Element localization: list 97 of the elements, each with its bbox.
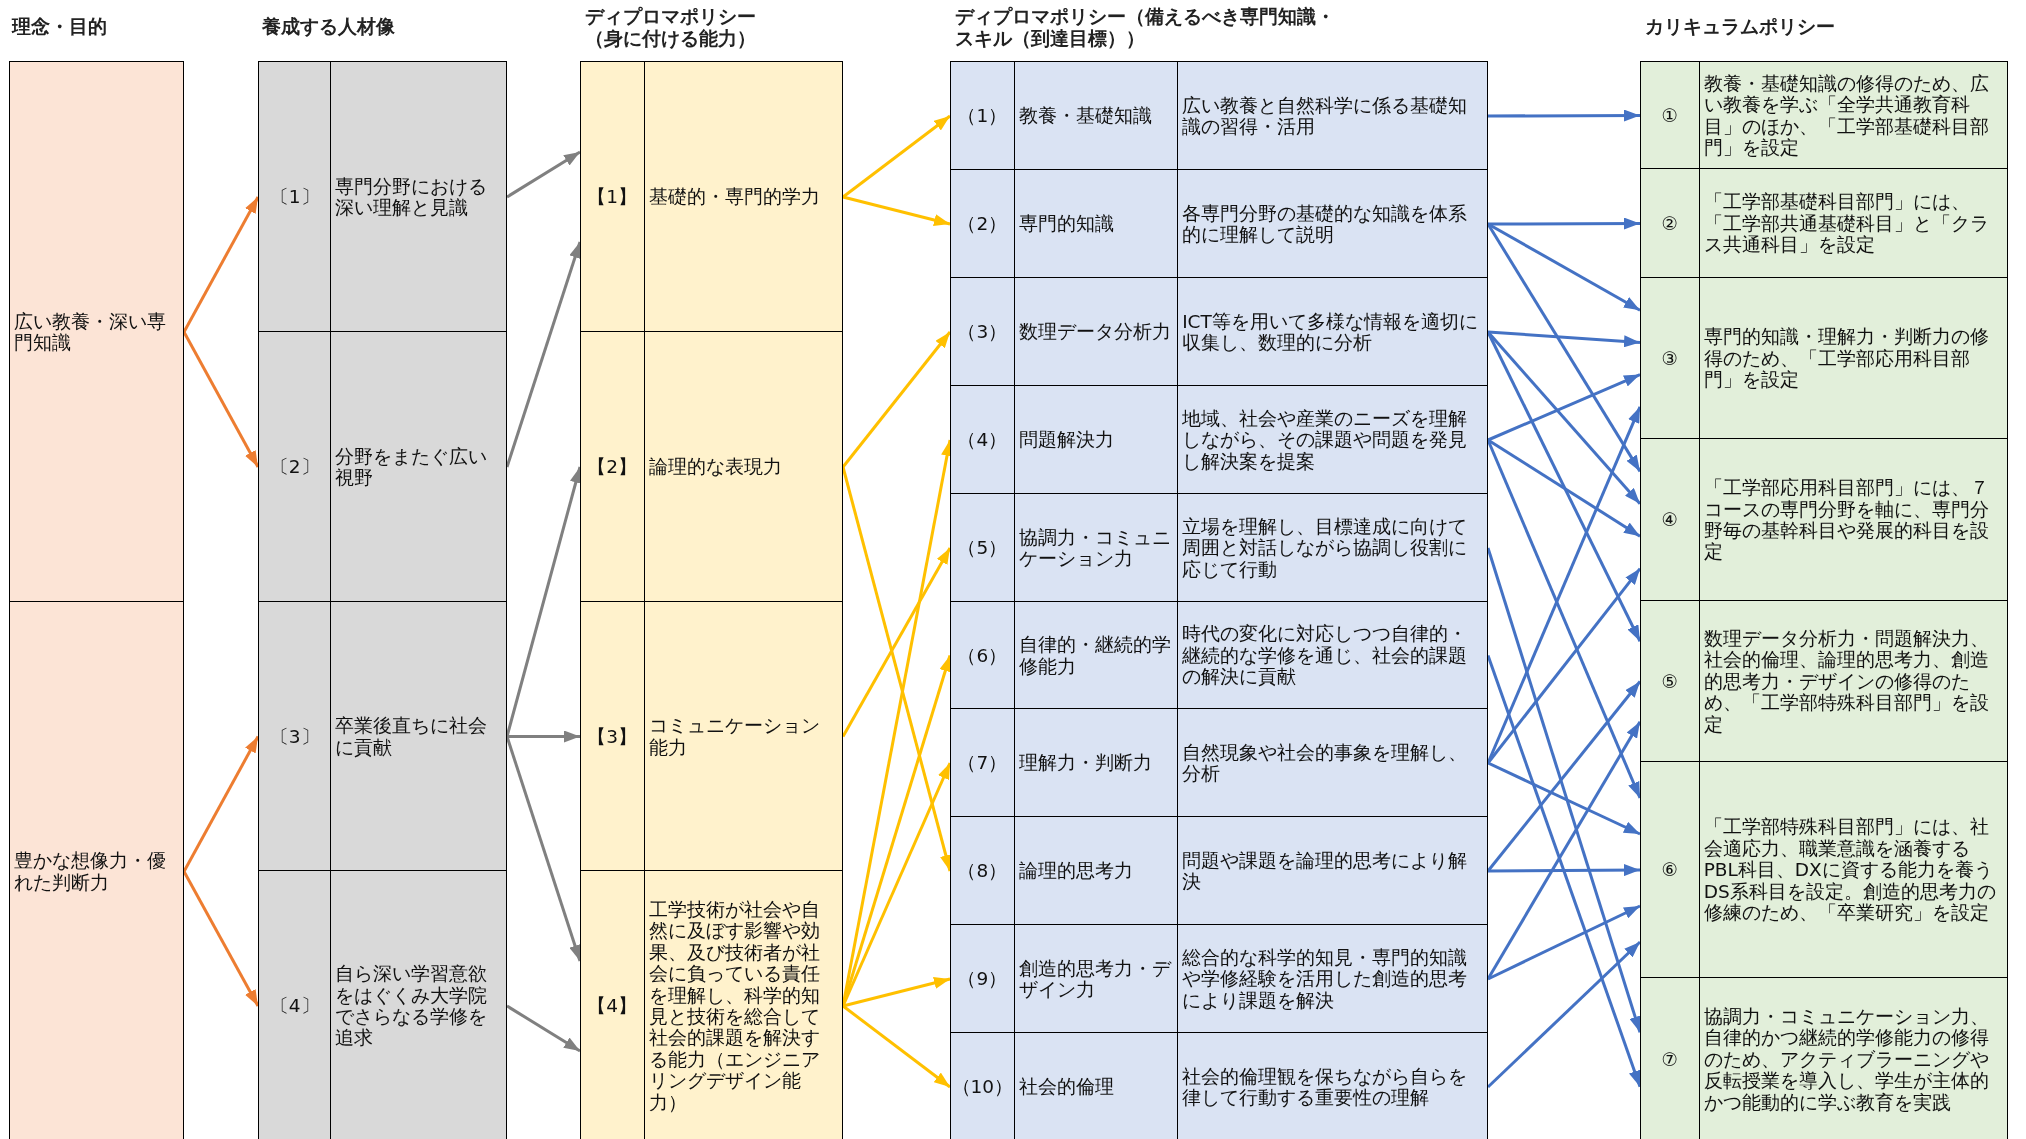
purpose-box xyxy=(9,61,184,603)
item-number: ④ xyxy=(1660,508,1680,533)
skill-row xyxy=(950,601,1488,710)
arrow xyxy=(506,150,581,199)
item-number: （10） xyxy=(951,1075,1014,1100)
arrow xyxy=(182,331,260,468)
item-number: 〔4〕 xyxy=(268,994,321,1019)
arrow xyxy=(1486,439,1642,799)
skill-row xyxy=(950,61,1488,171)
arrow xyxy=(1488,109,1640,122)
item-number: ⑤ xyxy=(1660,669,1680,694)
arrow xyxy=(1486,547,1642,1033)
arrow xyxy=(1488,217,1640,230)
item-number: 〔1〕 xyxy=(268,185,321,210)
ability-row xyxy=(580,601,843,872)
arrow xyxy=(507,730,580,743)
skill-row xyxy=(950,1032,1488,1139)
policy-row xyxy=(1640,438,2008,602)
item-number: ① xyxy=(1660,103,1680,128)
arrow xyxy=(505,466,582,737)
arrow xyxy=(1487,438,1641,538)
item-number: 【2】 xyxy=(586,455,639,480)
skill-row xyxy=(950,493,1488,603)
purpose-text: 豊かな想像力・優れた判断力 xyxy=(13,849,167,895)
item-number: （3） xyxy=(956,320,1009,345)
skill-row xyxy=(950,385,1488,495)
skill-description: 社会的倫理観を保ちながら自らを律して行動する重要性の理解 xyxy=(1177,1033,1487,1139)
arrow xyxy=(1486,655,1642,1088)
profile-row xyxy=(258,870,507,1139)
arrow xyxy=(842,977,951,1008)
column-heading: ディプロマポリシー（備えるべき専門知識・スキル（到達目標）） xyxy=(955,6,1336,50)
policy-row xyxy=(1640,277,2008,440)
arrow xyxy=(1487,330,1641,348)
skill-row xyxy=(950,708,1488,818)
skill-row xyxy=(950,816,1488,926)
arrow xyxy=(1486,940,1642,1089)
profile-row xyxy=(258,61,507,333)
item-number: ⑥ xyxy=(1660,858,1680,883)
arrow xyxy=(1486,680,1642,872)
profile-row xyxy=(258,331,507,603)
policy-row xyxy=(1640,600,2008,763)
ability-text: 工学技術が社会や自然に及ぼす影響や効果、及び技術者が社会に負っている責任を理解し、科学的知見と技術を総合して社会的課題を解決する能力（エンジニアリングデザイン能力） xyxy=(643,871,842,1139)
policy-row xyxy=(1640,168,2008,279)
arrow xyxy=(1487,761,1641,836)
skill-row xyxy=(950,169,1488,279)
arrow xyxy=(1486,223,1642,473)
item-number: 〔2〕 xyxy=(268,455,321,480)
purpose-text: 広い教養・深い専門知識 xyxy=(13,309,167,355)
policy-row xyxy=(1640,761,2008,979)
ability-row xyxy=(580,870,843,1139)
item-number: （1） xyxy=(956,104,1009,129)
column-heading: カリキュラムポリシー xyxy=(1645,16,1836,38)
item-number: （6） xyxy=(956,643,1009,668)
item-number: （8） xyxy=(956,859,1009,884)
arrow xyxy=(505,736,582,962)
policy-row xyxy=(1640,977,2008,1139)
arrow xyxy=(1487,904,1641,981)
policy-text: 協調力・コミュニケーション力、自律的かつ継続的学修能力の修得のため、アクティブラーニングや反転授業を導入し、学生が主体的かつ能動的に学ぶ教育を実践 xyxy=(1698,978,2007,1139)
ability-row xyxy=(580,331,843,603)
arrow xyxy=(1488,864,1640,877)
profile-row xyxy=(258,601,507,872)
column-heading: 理念・目的 xyxy=(12,16,108,38)
arrow xyxy=(841,331,952,468)
item-number: ② xyxy=(1660,211,1680,236)
item-number: 【1】 xyxy=(586,185,639,210)
arrow xyxy=(1487,373,1641,442)
profile-text: 自ら深い学習意欲をはぐくみ大学院でさらなる学修を追求 xyxy=(330,871,506,1139)
skill-name: 社会的倫理 xyxy=(1013,1033,1178,1139)
item-number: （5） xyxy=(956,536,1009,561)
policy-row xyxy=(1640,61,2008,170)
arrow xyxy=(505,241,582,468)
item-number: （2） xyxy=(956,212,1009,237)
item-number: （7） xyxy=(956,751,1009,776)
purpose-box xyxy=(9,601,184,1139)
arrow xyxy=(841,466,952,872)
arrow xyxy=(506,1004,581,1053)
arrow xyxy=(182,196,260,333)
column-heading: 養成する人材像 xyxy=(262,16,396,38)
column-heading: ディプロマポリシー（身に付ける能力） xyxy=(585,6,757,50)
item-number: 【3】 xyxy=(586,724,639,749)
arrow xyxy=(842,195,951,226)
item-number: 〔3〕 xyxy=(268,724,321,749)
skill-row xyxy=(950,277,1488,387)
item-number: 【4】 xyxy=(586,994,639,1019)
ability-row xyxy=(580,61,843,333)
skill-row xyxy=(950,924,1488,1034)
item-number: （9） xyxy=(956,967,1009,992)
arrow xyxy=(182,735,260,873)
item-number: ③ xyxy=(1660,346,1680,371)
arrow xyxy=(842,114,951,199)
arrow xyxy=(1487,222,1641,312)
arrow xyxy=(841,547,952,738)
arrow xyxy=(182,870,260,1007)
item-number: （4） xyxy=(956,428,1009,453)
item-number: ⑦ xyxy=(1660,1047,1680,1072)
arrow xyxy=(842,1004,951,1089)
arrow xyxy=(1486,721,1642,980)
